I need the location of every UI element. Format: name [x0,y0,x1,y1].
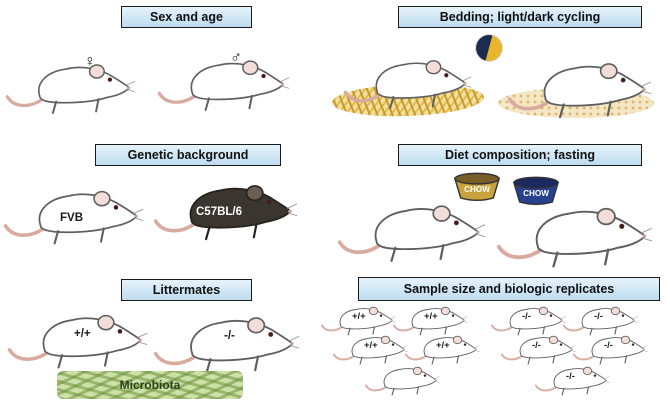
mouse-replicate-wt-5 [364,362,441,397]
strain-label-fvb: FVB [60,212,83,224]
replicate-label-ko-1: -/- [522,311,531,322]
genotype-label-ko: -/- [224,330,235,342]
panel-sex-age-header: Sex and age [121,6,252,28]
mouse-diet-right [495,198,654,270]
microbiota-band: Microbiota [57,371,243,399]
strain-label-c57bl6: C57BL/6 [196,206,243,218]
panel-bedding-header: Bedding; light/dark cycling [398,6,642,28]
chow-bowl-right-label: CHOW [523,189,549,198]
microbiota-label: Microbiota [119,378,181,392]
panel-bedding-title: Bedding; light/dark cycling [439,10,601,24]
panel-genetic-header: Genetic background [95,144,281,166]
chow-bowl-right: CHOW [512,176,560,206]
panel-littermates-header: Littermates [121,279,252,301]
male-symbol: ♂ [230,49,242,66]
replicate-label-wt-4: +/+ [436,340,450,351]
replicate-label-ko-3: -/- [532,340,541,351]
replicate-label-ko-2: -/- [594,311,603,322]
panel-replicates-header: Sample size and biologic replicates [358,277,660,301]
replicate-label-wt-1: +/+ [352,311,366,322]
panel-diet-header: Diet composition; fasting [398,144,642,166]
chow-bowl-left: CHOW [453,172,501,202]
replicate-label-wt-3: +/+ [364,340,378,351]
mouse-female [4,56,137,116]
mouse-bedding-left [342,52,473,111]
female-symbol: ♀ [84,53,96,70]
panel-littermates-title: Littermates [152,283,221,297]
panel-genetic-title: Genetic background [127,148,249,162]
panel-replicates-title: Sample size and biologic replicates [403,282,615,296]
replicate-label-ko-4: -/- [604,340,613,351]
replicate-label-wt-2: +/+ [424,311,438,322]
chow-bowl-left-label: CHOW [464,185,490,194]
mouse-diet-left [336,196,487,265]
replicate-label-ko-5: -/- [566,371,575,382]
mouse-bedding-right [506,54,653,121]
mouse-male [156,52,291,113]
panel-diet-title: Diet composition; fasting [445,148,595,162]
light-dark-cycle-icon [475,34,503,62]
panel-sex-age-title: Sex and age [150,10,223,24]
genotype-label-wt: +/+ [74,328,91,340]
